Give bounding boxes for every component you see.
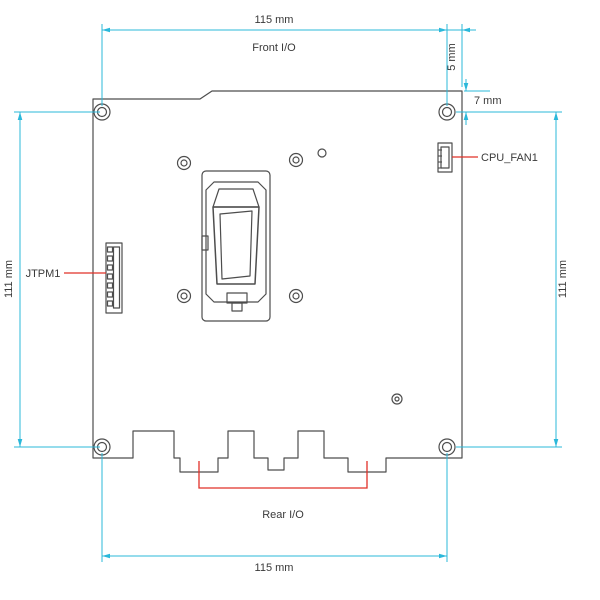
dimension-arrows xyxy=(17,27,559,559)
mounting-hole-top-right xyxy=(438,103,456,121)
socket-cap-body xyxy=(212,206,260,285)
top-width-label: 115 mm xyxy=(255,14,294,26)
socket-load-plate xyxy=(205,181,267,303)
socket-latch-tab xyxy=(231,302,243,312)
right-edge-offset-label: 5 mm xyxy=(446,43,458,71)
cpu-fan1-label: CPU_FAN1 xyxy=(481,152,538,164)
socket-cap-top xyxy=(212,188,260,208)
right-height-label: 111 mm xyxy=(557,260,569,298)
board-group xyxy=(92,90,463,473)
cpu-socket xyxy=(201,170,271,322)
left-height-label: 111 mm xyxy=(3,260,15,298)
socket-cap-inner xyxy=(219,210,253,280)
rear-io-leader xyxy=(198,461,368,489)
leader-lines xyxy=(64,156,478,489)
socket-screw-holes xyxy=(176,152,304,304)
bottom-width-label: 115 mm xyxy=(255,562,294,574)
jtpm1-connector xyxy=(105,242,123,314)
pcb-outline xyxy=(92,90,463,473)
jtpm1-label: JTPM1 xyxy=(26,268,61,280)
top-edge-offset-label: 7 mm xyxy=(474,95,502,107)
dimension-lines xyxy=(14,24,562,562)
mounting-hole-bottom-right xyxy=(438,438,456,456)
front-io-label: Front I/O xyxy=(252,42,296,54)
standoff-hole xyxy=(391,393,403,405)
socket-side-notch xyxy=(201,235,209,251)
rear-io-label: Rear I/O xyxy=(262,509,304,521)
cpu-fan1-connector xyxy=(437,142,453,173)
via-hole xyxy=(317,148,327,158)
